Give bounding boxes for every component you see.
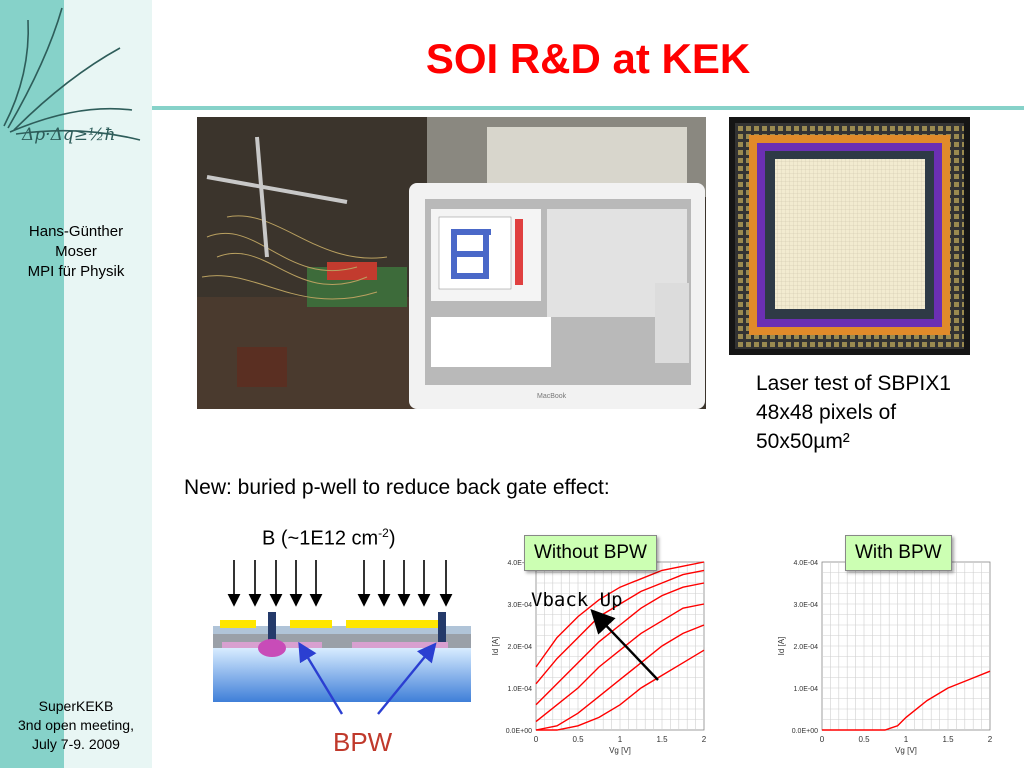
without-bpw-series-line-6 [536, 649, 705, 731]
lab-photo: MacBook [197, 117, 706, 409]
without-bpw-y-axis-label: Id [A] [492, 637, 500, 656]
meeting-line-2: 3nd open meeting, [18, 717, 134, 733]
slide-title: SOI R&D at KEK [425, 35, 751, 82]
author-institute: MPI für Physik [27, 263, 125, 280]
bpw-pointer-arrows [298, 641, 437, 715]
bpw-cross-section-diagram [213, 560, 471, 715]
with-bpw-x-axis-label: Vg [V] [895, 746, 917, 755]
with-bpw-y-tick-label: 0.0E+00 [792, 728, 818, 735]
with-bpw-x-tick-label: 0 [820, 735, 825, 744]
meeting-block: SuperKEKB 3nd open meeting, July 7-9. 20… [0, 697, 152, 754]
without-bpw-y-tick-label: 2.0E-04 [507, 644, 532, 651]
with-bpw-badge: With BPW [845, 535, 952, 571]
author-first-name: Hans-Günther [28, 223, 124, 240]
without-bpw-series-line-2 [535, 569, 705, 685]
implant-exponent: -2 [378, 526, 389, 540]
chip-layout-illustration [729, 117, 970, 355]
with-bpw-y-axis-label: Id [A] [777, 637, 786, 656]
lab-photo-illustration: MacBook [197, 117, 706, 409]
logo: Δp·Δq≥½ħ [3, 7, 141, 145]
chip-layout-image [729, 117, 970, 355]
without-bpw-x-axis-label: Vg [V] [609, 746, 631, 755]
meeting-line-3: July 7-9. 2009 [32, 736, 120, 752]
implant-label: B (~1E12 cm-2) [262, 520, 396, 552]
caption-line-2: 48x48 pixels of [756, 401, 897, 424]
implant-suffix: ) [388, 527, 396, 550]
without-bpw-x-tick-label: 1 [618, 735, 623, 744]
implant-arrows [227, 560, 453, 607]
with-bpw-x-tick-label: 1 [904, 735, 909, 744]
without-bpw-y-tick-label: 3.0E-04 [507, 602, 532, 609]
logo-leaf-icon [3, 7, 141, 141]
with-bpw-y-tick-label: 2.0E-04 [793, 644, 818, 651]
with-bpw-x-tick-label: 0.5 [858, 735, 870, 744]
vback-annotation: Vback Up [531, 589, 623, 611]
with-bpw-x-tick-label: 1.5 [942, 735, 954, 744]
author-block: Hans-Günther Moser MPI für Physik [0, 222, 152, 282]
author-last-name: Moser [55, 243, 97, 260]
with-bpw-x-tick-label: 2 [988, 735, 993, 744]
without-bpw-x-tick-label: 0 [534, 735, 539, 744]
chart-without-bpw: 0 0.5 1 1.5 2 0.0E+00 1.0E-04 2.0E-04 3.0E-04 4.0… [492, 560, 707, 755]
meeting-line-1: SuperKEKB [38, 698, 114, 714]
with-bpw-y-tick-label: 1.0E-04 [793, 686, 818, 693]
laptop-brand: MacBook [537, 393, 567, 400]
caption-line-3: 50x50µm² [756, 430, 850, 453]
logo-formula: Δp·Δq≥½ħ [21, 125, 115, 145]
chart-with-bpw: 0 0.5 1 1.5 2 0.0E+00 1.0E-04 2.0E-04 3.0E-04 4.0… [777, 560, 993, 755]
without-bpw-x-tick-label: 2 [702, 735, 707, 744]
without-bpw-y-tick-label: 4.0E-04 [507, 560, 532, 567]
without-bpw-series-line-1 [535, 561, 705, 668]
title-divider [152, 106, 1024, 110]
with-bpw-series-line-1 [822, 670, 991, 731]
chip-caption: Laser test of SBPIX1 48x48 pixels of 50x… [756, 369, 951, 456]
without-bpw-x-tick-label: 0.5 [572, 735, 584, 744]
bpw-intro-text: New: buried p-well to reduce back gate e… [184, 476, 610, 499]
bpw-label: BPW [333, 727, 393, 757]
without-bpw-badge: Without BPW [524, 535, 657, 571]
without-bpw-y-tick-label: 0.0E+00 [506, 728, 532, 735]
caption-line-1: Laser test of SBPIX1 [756, 372, 951, 395]
with-bpw-y-tick-label: 3.0E-04 [793, 602, 818, 609]
implant-prefix: B (~1E12 cm [262, 527, 379, 550]
with-bpw-y-tick-label: 4.0E-04 [793, 560, 818, 567]
without-bpw-x-tick-label: 1.5 [656, 735, 668, 744]
sidebar-strip [0, 0, 64, 768]
without-bpw-y-tick-label: 1.0E-04 [507, 686, 532, 693]
